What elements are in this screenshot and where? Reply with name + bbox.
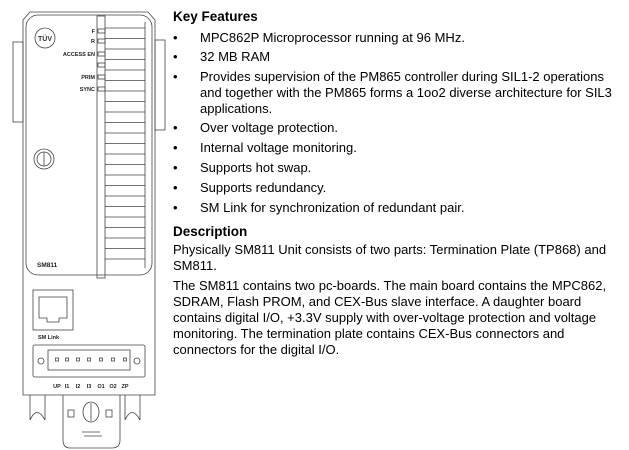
- terminal-screw: [123, 357, 127, 362]
- tuv-logo: [34, 27, 56, 49]
- bullet-icon: •: [173, 120, 178, 135]
- front-panel: [25, 14, 153, 276]
- sm811-module-drawing: TÜV FR ACCESS EN PRIM SYNC SM811 SM Link UP…: [12, 11, 166, 449]
- feature-text: Internal voltage monitoring.: [200, 140, 357, 155]
- feature-text: Supports redundancy.: [200, 180, 327, 195]
- terminal-label: I3: [87, 384, 92, 390]
- led-label: ACCESS EN: [63, 52, 95, 58]
- bullet-icon: •: [173, 30, 178, 45]
- bullet-icon: •: [173, 49, 178, 64]
- key-features-heading: Key Features: [173, 9, 258, 24]
- led-indicator: [97, 51, 106, 57]
- feature-text: Supports hot swap.: [200, 160, 312, 175]
- description-paragraph: Physically SM811 Unit consists of two pa…: [173, 242, 607, 273]
- terminal-screw: [111, 357, 115, 362]
- led-indicator: [97, 38, 106, 44]
- terminal-screw: [55, 357, 59, 362]
- terminal-label: O1: [97, 384, 104, 390]
- feature-text: MPC862P Microprocessor running at 96 MHz…: [200, 30, 465, 45]
- module-body: [22, 11, 156, 396]
- description-paragraph: The SM811 contains two pc-boards. The ma…: [173, 278, 607, 357]
- terminal-screw: [99, 357, 103, 362]
- led-label: PRIM: [81, 75, 95, 81]
- feature-text: Over voltage protection.: [200, 120, 339, 135]
- terminal-label: ZP: [121, 384, 128, 390]
- bullet-icon: •: [173, 140, 178, 155]
- led-indicator: [97, 28, 106, 34]
- right-bracket: [154, 39, 166, 131]
- sm-link-port: [32, 289, 74, 331]
- unlock-icon: [105, 409, 113, 418]
- led-indicator: [97, 86, 106, 92]
- bullet-icon: •: [173, 160, 178, 175]
- terminal-label: I1: [65, 384, 70, 390]
- led-label: F: [92, 29, 96, 35]
- model-label: SM811: [37, 262, 58, 269]
- bullet-icon: •: [173, 180, 178, 195]
- lock-knob: [33, 148, 55, 170]
- terminal-screw: [76, 357, 80, 362]
- feature-text: Provides supervision of the PM865 contro…: [200, 69, 612, 116]
- terminal-label: UP: [53, 384, 61, 390]
- description-heading: Description: [173, 224, 248, 239]
- led-label: SYNC: [80, 87, 95, 93]
- terminal-screw: [65, 357, 69, 362]
- feature-text: 32 MB RAM: [200, 49, 271, 64]
- led-label: R: [91, 39, 95, 45]
- port-label: SM Link: [38, 335, 60, 341]
- left-bracket: [12, 41, 24, 123]
- terminal-label: O2: [109, 384, 116, 390]
- led-strip: [96, 15, 106, 279]
- feature-text: SM Link for synchronization of redundant…: [200, 200, 465, 215]
- key-plate: [62, 395, 121, 449]
- terminal-screw: [87, 357, 91, 362]
- bullet-icon: •: [173, 69, 178, 84]
- terminal-block: [32, 344, 146, 378]
- logo-text: TÜV: [38, 34, 52, 43]
- led-indicator: [97, 74, 106, 80]
- lock-icon: [67, 409, 75, 418]
- terminal-label: I2: [76, 384, 81, 390]
- bullet-icon: •: [173, 200, 178, 215]
